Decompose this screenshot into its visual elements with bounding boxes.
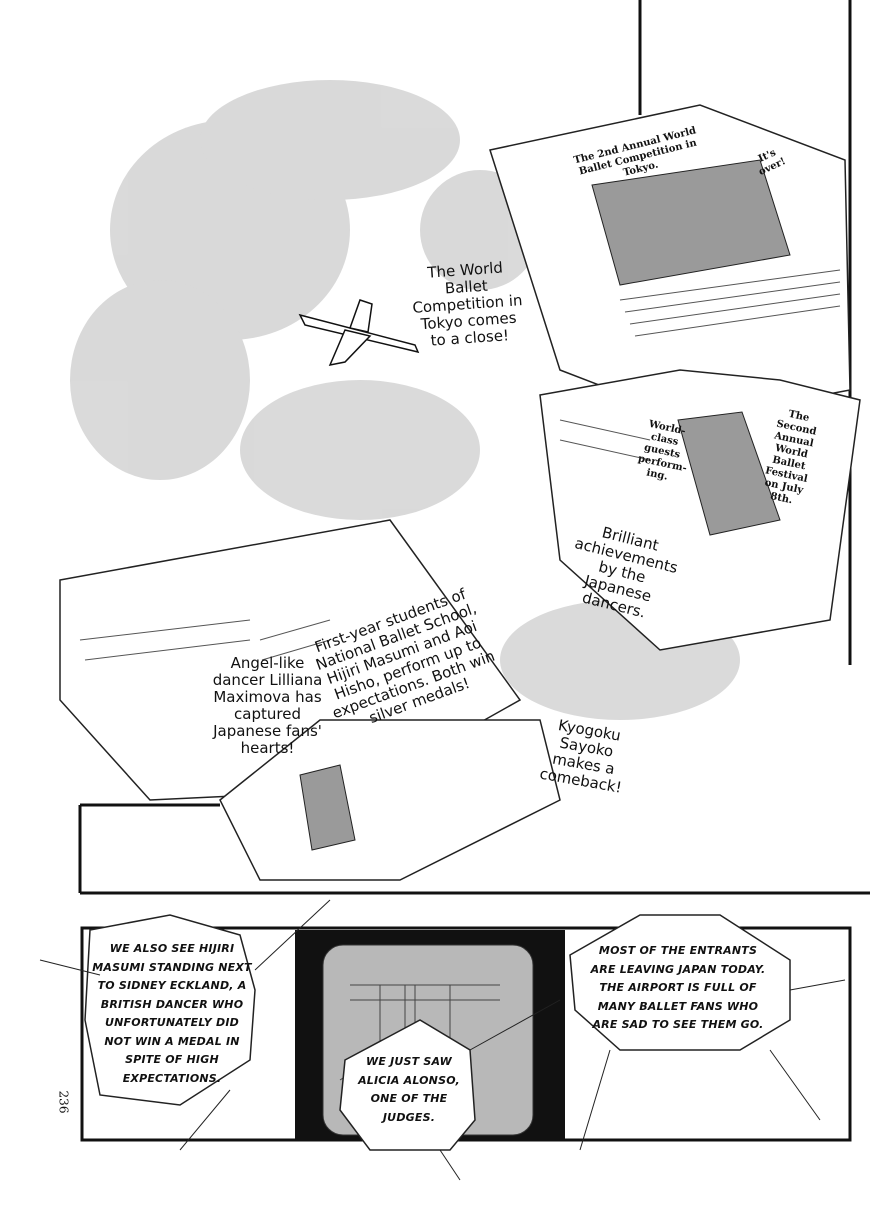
airplane-drawing xyxy=(298,299,420,367)
panel-border-middle xyxy=(78,803,870,895)
newspaper-text-lines xyxy=(79,269,841,661)
caption-competition-close: The World Ballet Competition in Tokyo co… xyxy=(411,258,524,350)
newspaper-photos xyxy=(299,159,791,851)
bubble-spikes xyxy=(39,899,846,1181)
speech-bubbles xyxy=(84,914,791,1151)
newspaper-sheets xyxy=(59,104,861,881)
speech-bubble-middle: We just saw Alicia Alonso, one of the ju… xyxy=(358,1055,460,1124)
caption-angel: Angel-like dancer Lilliana Maximova has … xyxy=(212,654,323,757)
speech-bubble-left: We also see Hijiri Masumi standing next … xyxy=(92,942,252,1085)
panel-border-top xyxy=(638,0,852,665)
page-number: 236 xyxy=(56,1090,71,1114)
speech-bubble-right: Most of the entrants are leaving Japan t… xyxy=(590,944,766,1031)
